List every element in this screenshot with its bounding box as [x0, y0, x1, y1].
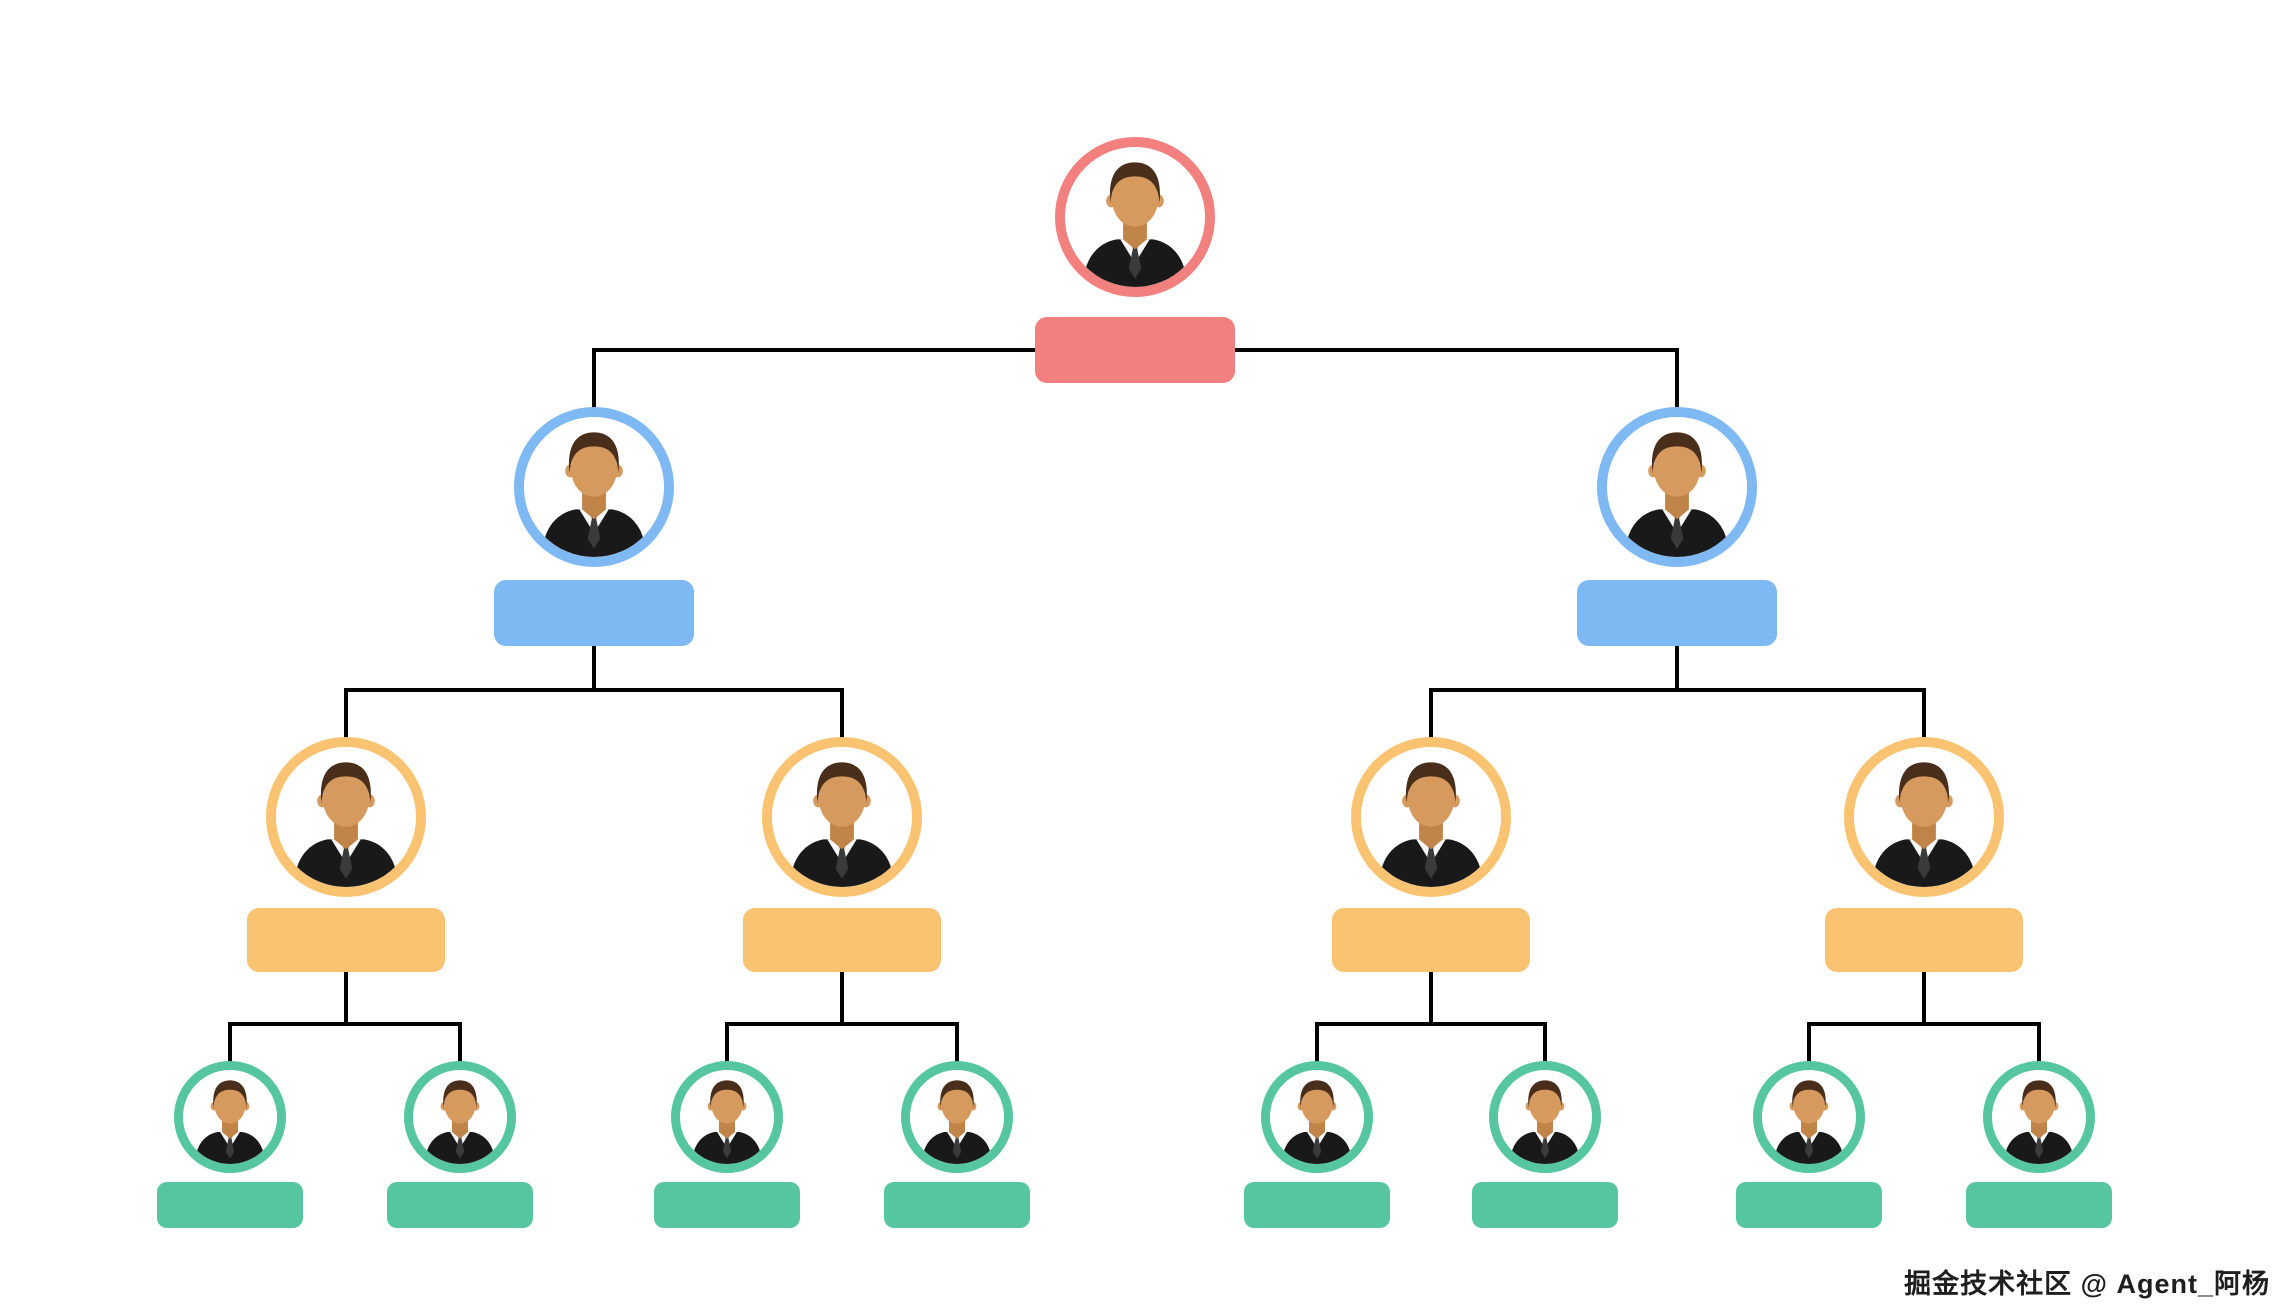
org-node-avatar-level-4-staff	[1261, 1061, 1373, 1173]
org-node-avatar-level-3-manager	[1351, 737, 1511, 897]
person-avatar-icon	[680, 1070, 774, 1164]
org-node-avatar-level-2-director	[1597, 407, 1757, 567]
org-node-name-plate-level-3-manager	[247, 908, 445, 972]
org-node-avatar-level-3-manager	[266, 737, 426, 897]
person-avatar-icon	[1065, 147, 1205, 287]
person-avatar-icon	[1854, 747, 1994, 887]
org-node-avatar-level-3-manager	[762, 737, 922, 897]
org-node-avatar-level-4-staff	[901, 1061, 1013, 1173]
person-avatar-icon	[413, 1070, 507, 1164]
org-node-name-plate-level-4-staff	[157, 1182, 303, 1228]
org-node-name-plate-level-4-staff	[1736, 1182, 1882, 1228]
org-node-name-plate-level-4-staff	[654, 1182, 800, 1228]
person-avatar-icon	[524, 417, 664, 557]
person-avatar-icon	[183, 1070, 277, 1164]
person-avatar-icon	[1607, 417, 1747, 557]
person-avatar-icon	[276, 747, 416, 887]
org-node-name-plate-level-4-staff	[1472, 1182, 1618, 1228]
org-node-name-plate-level-3-manager	[1825, 908, 2023, 972]
org-node-avatar-level-4-staff	[404, 1061, 516, 1173]
person-avatar-icon	[1762, 1070, 1856, 1164]
person-avatar-icon	[772, 747, 912, 887]
person-avatar-icon	[910, 1070, 1004, 1164]
org-node-name-plate-level-3-manager	[743, 908, 941, 972]
person-avatar-icon	[1361, 747, 1501, 887]
org-node-name-plate-level-2-director	[494, 580, 694, 646]
org-node-avatar-level-4-staff	[174, 1061, 286, 1173]
org-node-avatar-level-2-director	[514, 407, 674, 567]
org-node-avatar-level-3-manager	[1844, 737, 2004, 897]
person-avatar-icon	[1498, 1070, 1592, 1164]
org-node-name-plate-level-4-staff	[1244, 1182, 1390, 1228]
org-node-name-plate-level-4-staff	[387, 1182, 533, 1228]
org-node-name-plate-level-1-executive	[1035, 317, 1235, 383]
org-node-name-plate-level-2-director	[1577, 580, 1777, 646]
org-node-name-plate-level-3-manager	[1332, 908, 1530, 972]
org-node-avatar-level-4-staff	[1489, 1061, 1601, 1173]
person-avatar-icon	[1270, 1070, 1364, 1164]
org-node-avatar-level-4-staff	[1753, 1061, 1865, 1173]
org-node-avatar-level-1-executive	[1055, 137, 1215, 297]
org-node-name-plate-level-4-staff	[884, 1182, 1030, 1228]
org-node-avatar-level-4-staff	[1983, 1061, 2095, 1173]
person-avatar-icon	[1992, 1070, 2086, 1164]
connector-path	[228, 348, 2041, 1063]
org-node-avatar-level-4-staff	[671, 1061, 783, 1173]
org-node-name-plate-level-4-staff	[1966, 1182, 2112, 1228]
watermark-text: 掘金技术社区 @ Agent_阿杨	[1904, 1269, 2270, 1299]
